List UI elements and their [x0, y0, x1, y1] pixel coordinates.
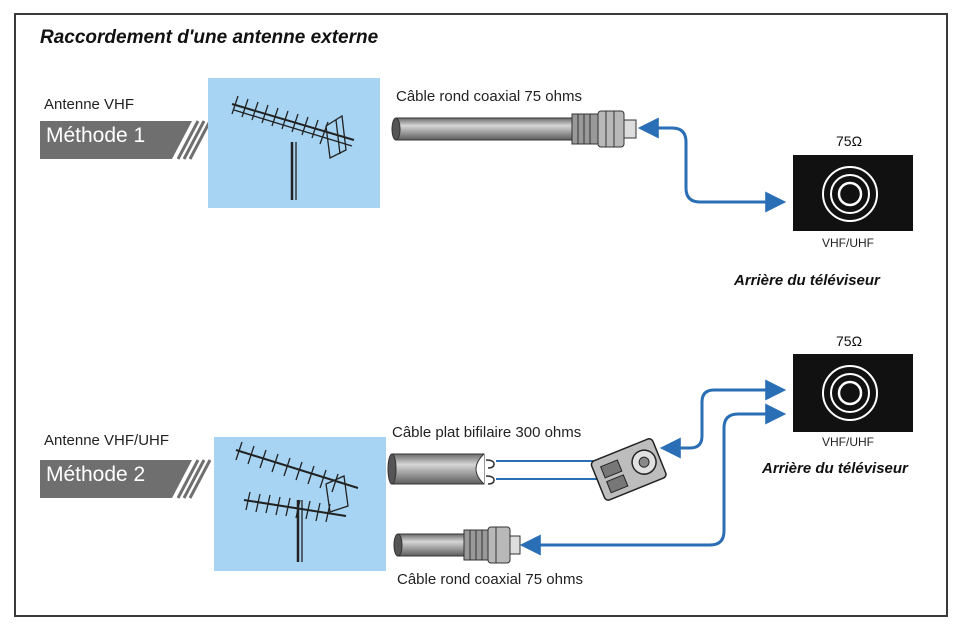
method2-badge [40, 459, 212, 499]
method1-impedance-label: 75Ω [836, 133, 863, 149]
method2-antenna-panel [214, 437, 386, 571]
coax-connector-icon [571, 110, 637, 148]
method1-coax-cable [391, 110, 637, 148]
method1-badge-label: Méthode 1 [46, 124, 146, 147]
method2-tv-jack-panel [793, 354, 913, 432]
diagram-title: Raccordement d'une antenne externe [40, 27, 379, 48]
diagram-frame [14, 13, 948, 617]
method1-tv-jack-panel [793, 155, 913, 231]
method2-badge-label: Méthode 2 [46, 463, 146, 486]
rf-jack-icon [822, 365, 878, 421]
method2-tv-back-label: Arrière du téléviseur [762, 460, 908, 477]
method1-connection-arrow [637, 117, 787, 213]
balun-adapter-icon [590, 438, 667, 501]
method2-flat-twin-cable [387, 453, 604, 485]
method1-port-label: VHF/UHF [822, 236, 874, 250]
method2-coax-cable-label: Câble rond coaxial 75 ohms [397, 571, 583, 588]
coax-connector-icon [463, 526, 521, 564]
method1-antenna-label: Antenne VHF [44, 96, 135, 113]
method2-coax-arrow [519, 403, 787, 556]
method1-badge [40, 120, 212, 160]
method2-impedance-label: 75Ω [836, 333, 863, 349]
method1-antenna-panel [208, 78, 380, 208]
rf-jack-icon [822, 166, 878, 222]
method1-tv-back-label: Arrière du téléviseur [734, 272, 880, 289]
method2-port-label: VHF/UHF [822, 435, 874, 449]
method2-antenna-label: Antenne VHF/UHF [44, 432, 170, 449]
yagi-antenna-icon [231, 95, 355, 200]
method2-flat-cable-label: Câble plat bifilaire 300 ohms [392, 424, 582, 441]
yagi-antenna-icon [235, 441, 359, 562]
method2-coax-cable [393, 526, 521, 564]
method1-cable-label: Câble rond coaxial 75 ohms [396, 88, 582, 105]
